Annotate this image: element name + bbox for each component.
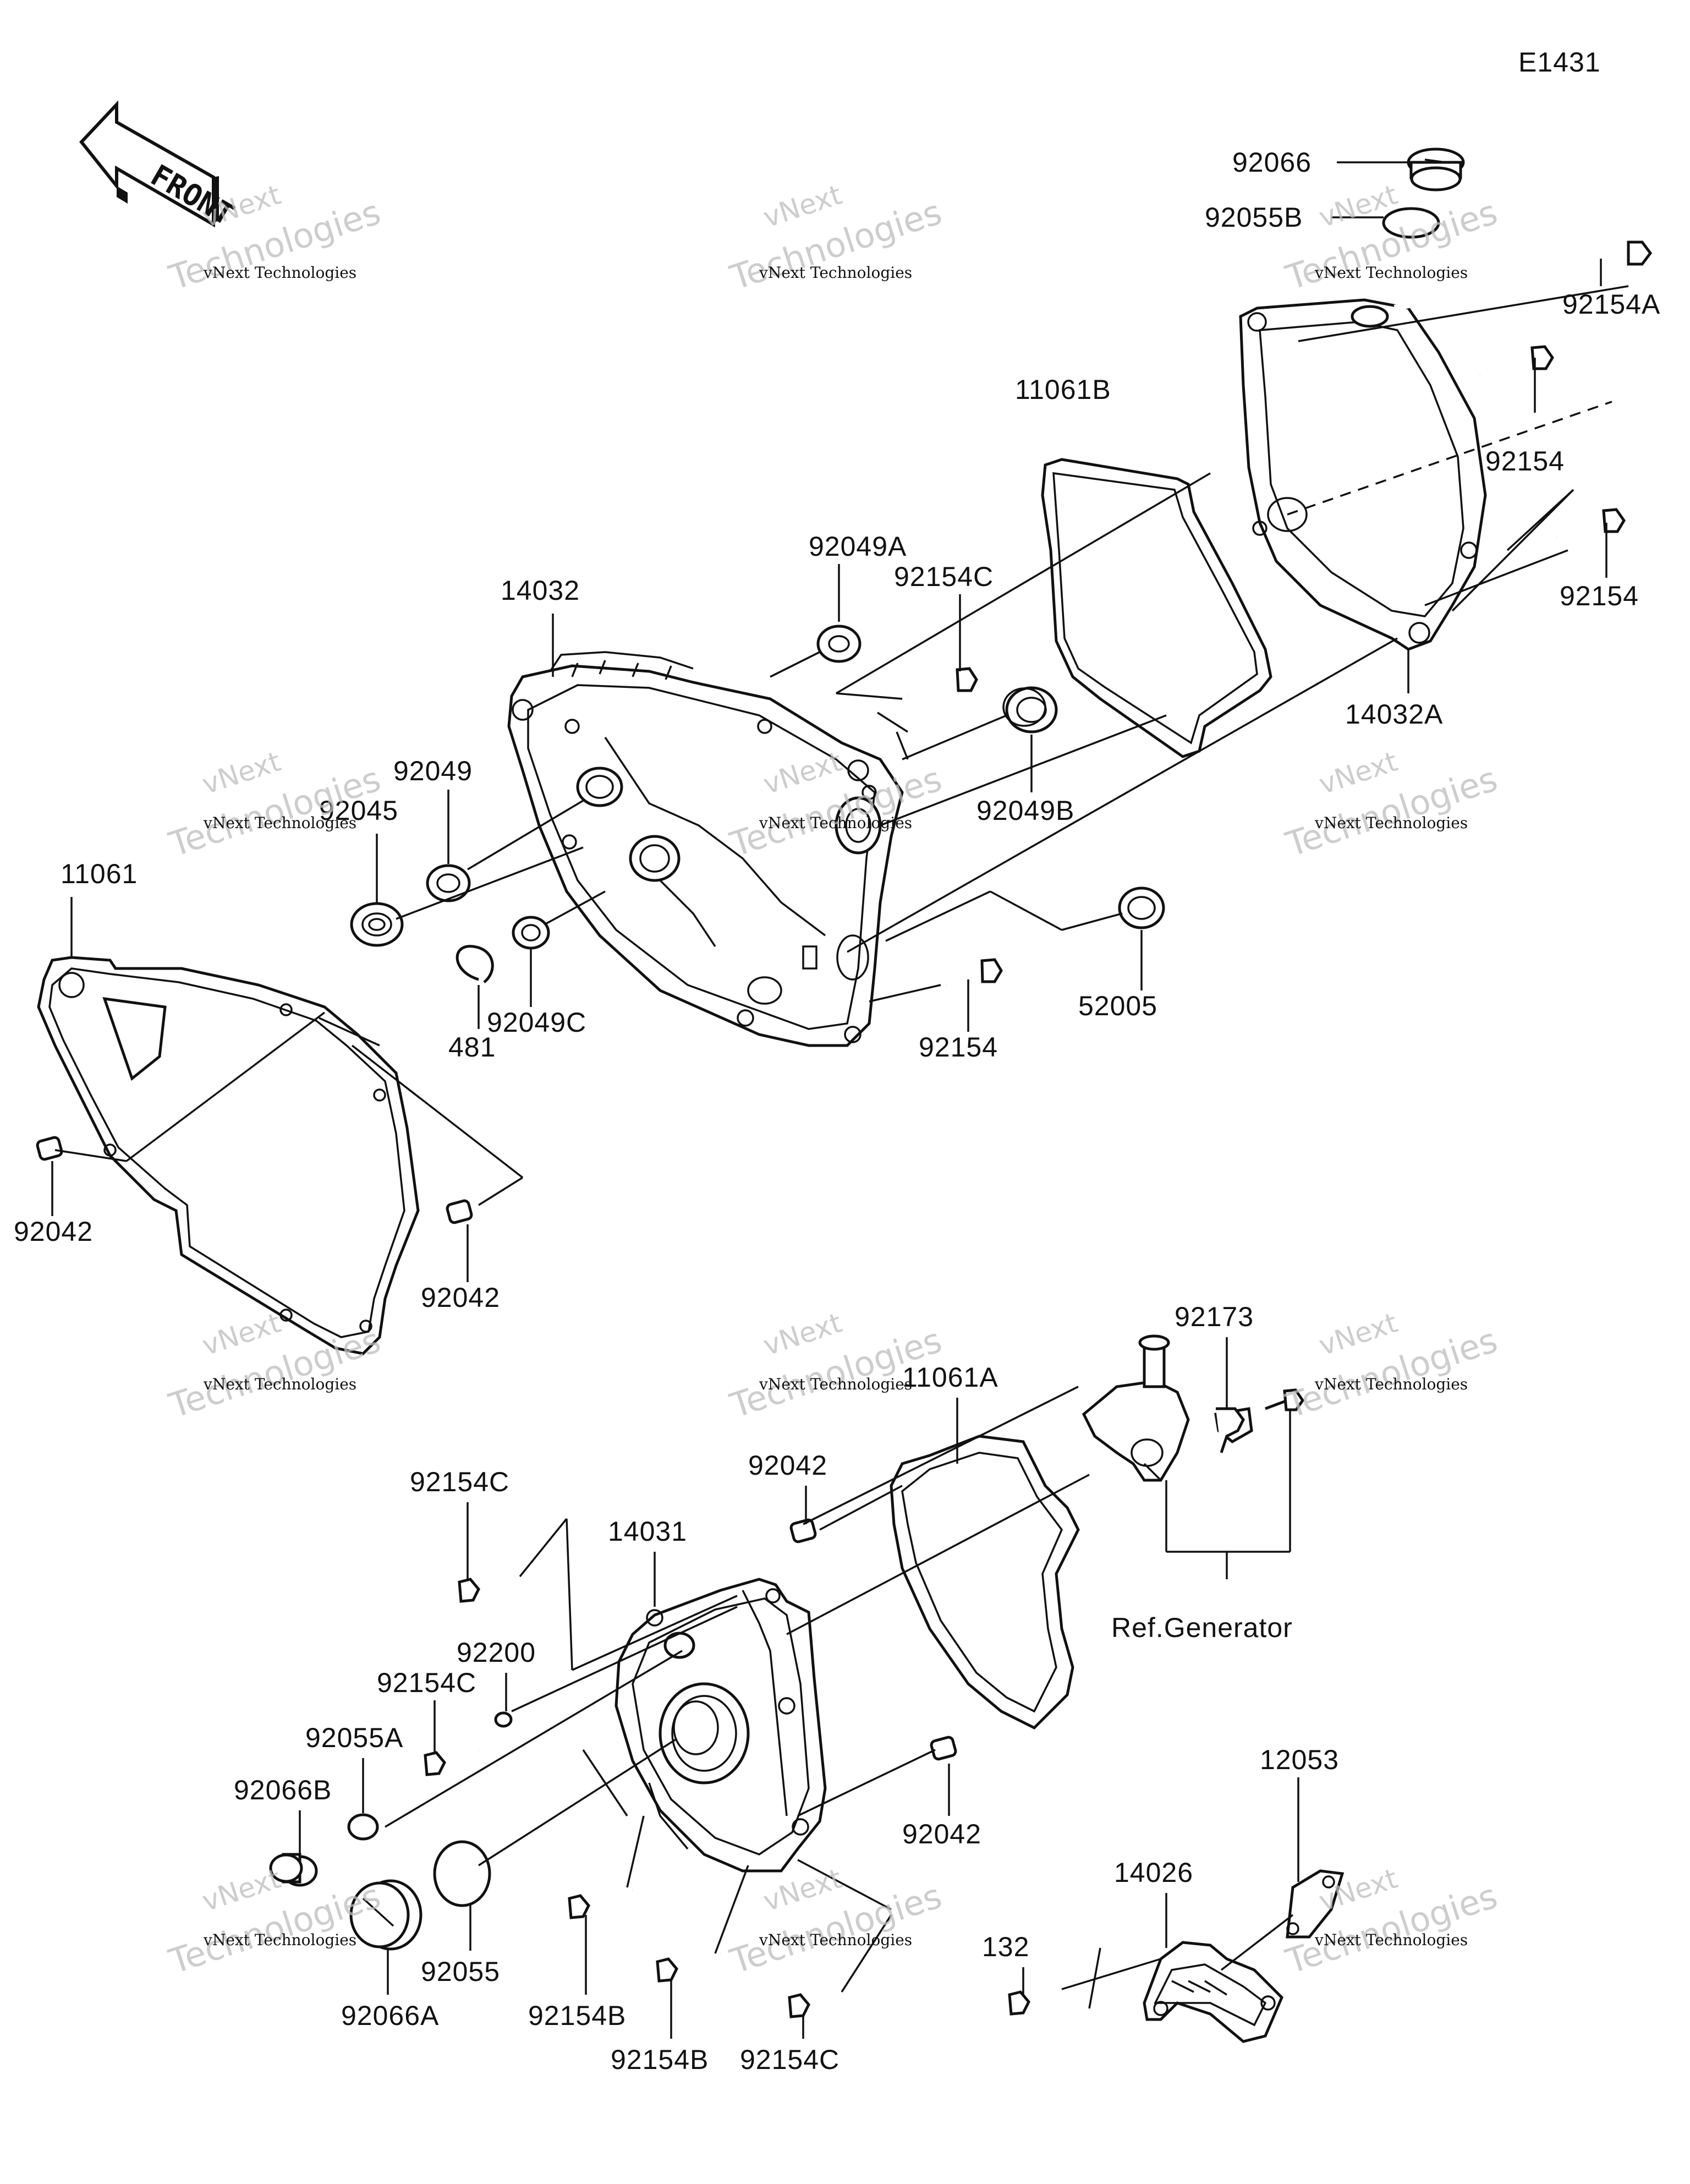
- watermark-small-12: vNext Technologies: [1314, 1931, 1468, 1949]
- part-92154B-bolt-right: [656, 1950, 722, 1983]
- label-92042-lower: 92042: [902, 1819, 981, 1849]
- part-92042-dowel-left: [36, 1136, 63, 1161]
- watermark-small-11: vNext Technologies: [759, 1931, 912, 1949]
- label-92042-right: 92042: [421, 1282, 500, 1313]
- label-92200: 92200: [457, 1637, 536, 1668]
- label-92049C: 92049C: [487, 1007, 586, 1038]
- watermark-small-6: vNext Technologies: [1314, 814, 1468, 832]
- part-92049-seal: [426, 864, 471, 902]
- part-92200-washer: [494, 1711, 513, 1728]
- label-92154C-b: 92154C: [377, 1667, 476, 1698]
- part-bolt-generator: [1265, 1388, 1305, 1411]
- label-92154B-left: 92154B: [528, 2000, 626, 2031]
- watermark-small-2: vNext Technologies: [759, 264, 912, 282]
- label-92154B-right: 92154B: [611, 2044, 709, 2075]
- label-92154-mid: 92154: [919, 1032, 998, 1063]
- part-14026-guard: [1143, 1941, 1283, 2043]
- part-92154-bolt-lower: [1556, 508, 1626, 540]
- label-14032: 14032: [501, 575, 580, 606]
- part-92154-bolt-middle: [945, 958, 1003, 988]
- label-92154C-top: 92154C: [894, 561, 994, 592]
- part-11061A-gasket: [890, 1435, 1080, 1730]
- label-92049A: 92049A: [809, 531, 907, 562]
- label-92066: 92066: [1232, 147, 1312, 178]
- label-92055A: 92055A: [305, 1722, 403, 1753]
- label-92066A: 92066A: [341, 2000, 439, 2031]
- part-92154C-bolt-top: [907, 667, 978, 699]
- diagram-code: E1431: [1518, 47, 1601, 78]
- watermark-small-10: vNext Technologies: [203, 1931, 356, 1949]
- part-14032A-outer-cover: [1239, 298, 1487, 651]
- label-14031: 14031: [608, 1516, 687, 1547]
- part-92154-bolt-upper: [1479, 345, 1554, 377]
- part-92049B-seal: [1002, 686, 1058, 734]
- part-481-circlip: [456, 945, 494, 983]
- label-92042-upper: 92042: [748, 1450, 827, 1481]
- part-92049A-seal: [816, 625, 862, 663]
- part-92066B-plug: [269, 1853, 318, 1887]
- label-92154C-bottom: 92154C: [740, 2044, 839, 2075]
- label-481: 481: [448, 1032, 496, 1063]
- label-92049: 92049: [393, 756, 473, 786]
- part-labels: 92066 92055B 92154A 11061B 92154 92154 1…: [14, 147, 1660, 2075]
- watermark-small-9: vNext Technologies: [1314, 1375, 1468, 1393]
- part-92066A-cap: [349, 1879, 422, 1951]
- part-14032-clutch-cover: [507, 651, 904, 1047]
- label-92154A: 92154A: [1562, 289, 1660, 320]
- label-92154C-a: 92154C: [410, 1466, 509, 1497]
- part-92042-dowel-lower: [930, 1736, 957, 1761]
- label-11061: 11061: [61, 858, 138, 889]
- part-92154B-bolt-left: [568, 1887, 634, 1919]
- label-92066B: 92066B: [234, 1775, 332, 1805]
- part-92154C-bolt-lower-left: [424, 1747, 480, 1776]
- part-132-bolt: [1008, 1986, 1063, 2016]
- watermark-small-8: vNext Technologies: [759, 1375, 912, 1393]
- part-92042-dowel-upper: [789, 1518, 817, 1543]
- part-92055B-o-ring: [1382, 207, 1440, 239]
- part-92055A-o-ring: [347, 1813, 379, 1841]
- label-11061B: 11061B: [1015, 374, 1111, 405]
- watermark-small-1: vNext Technologies: [203, 264, 356, 282]
- label-92055: 92055: [421, 1956, 500, 1987]
- watermark-small-4: vNext Technologies: [203, 814, 356, 832]
- part-92173-clamp: [1216, 1407, 1245, 1453]
- part-92049C-seal: [512, 916, 550, 950]
- ref-generator-note: Ref.Generator: [1111, 1612, 1293, 1643]
- label-92042-left: 92042: [14, 1216, 93, 1247]
- part-92154C-bolt-bottom: [788, 1989, 843, 2018]
- label-92173: 92173: [1175, 1301, 1254, 1332]
- part-92042-dowel-right: [446, 1199, 473, 1224]
- label-11061A: 11061A: [902, 1362, 998, 1393]
- label-92154-b: 92154: [1560, 581, 1639, 611]
- label-132: 132: [982, 1931, 1029, 1962]
- part-52005-seal: [1118, 886, 1165, 929]
- part-92055-o-ring: [433, 1840, 491, 1907]
- part-14031-generator-cover: [614, 1578, 827, 1873]
- label-92045: 92045: [319, 795, 398, 826]
- label-12053: 12053: [1260, 1744, 1339, 1775]
- part-92066-plug: [1407, 147, 1465, 191]
- part-92154C-bolt-upper-left: [458, 1573, 515, 1603]
- leader-lines: [51, 161, 1629, 2039]
- part-92154A-bolt: [1393, 240, 1653, 311]
- label-52005: 52005: [1078, 990, 1157, 1021]
- label-92154-a: 92154: [1485, 446, 1565, 477]
- part-12053-plate: [1286, 1869, 1345, 1939]
- label-92055B: 92055B: [1205, 202, 1303, 233]
- label-14032A: 14032A: [1345, 699, 1443, 730]
- label-92049B: 92049B: [976, 795, 1074, 826]
- watermark-small-5: vNext Technologies: [759, 814, 912, 832]
- label-14026: 14026: [1114, 1857, 1193, 1888]
- part-92045-bearing: [350, 902, 404, 947]
- watermark-small-7: vNext Technologies: [203, 1375, 356, 1393]
- watermark-small-3: vNext Technologies: [1314, 264, 1468, 282]
